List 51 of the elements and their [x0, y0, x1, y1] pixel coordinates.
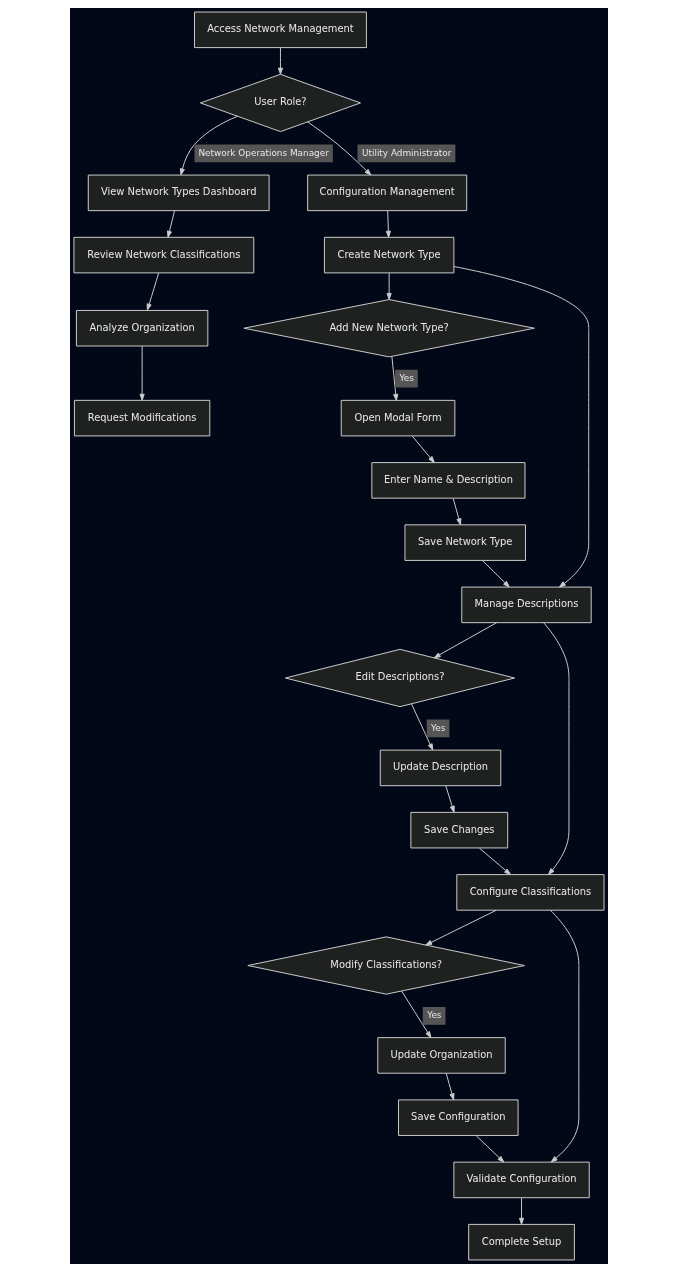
- arrow: [386, 272, 392, 300]
- arrow: [277, 47, 284, 75]
- arrow: [453, 266, 590, 588]
- arrow: [307, 121, 372, 176]
- node-box: Validate Configuration: [453, 1161, 590, 1199]
- node-box: Update Description: [379, 749, 502, 787]
- arrow: [433, 622, 497, 659]
- node-box: Access Network Management: [194, 11, 367, 49]
- node-box: Request Modifications: [73, 399, 211, 437]
- arrow: [411, 435, 435, 463]
- arrow: [166, 210, 175, 238]
- node-box: Analyze Organization: [75, 309, 209, 347]
- node-box: Manage Descriptions: [461, 586, 592, 624]
- arrow: [549, 909, 580, 1163]
- node-box: Save Network Type: [404, 524, 526, 561]
- node-box: Create Network Type: [323, 236, 455, 274]
- arrow: [391, 356, 399, 401]
- node-diamond: Edit Descriptions?: [284, 648, 516, 708]
- node-box: View Network Types Dashboard: [87, 174, 270, 212]
- arrow: [146, 272, 160, 311]
- edge-label: Yes: [399, 372, 414, 383]
- node-box: Save Configuration: [398, 1099, 519, 1136]
- arrow: [445, 1073, 455, 1101]
- arrow: [482, 560, 510, 588]
- node-box: Review Network Classifications: [73, 236, 255, 274]
- node-box: Open Modal Form: [340, 399, 456, 437]
- edge-label: Network Operations Manager: [198, 147, 329, 158]
- node-diamond: Modify Classifications?: [247, 936, 525, 995]
- arrow: [475, 1135, 505, 1163]
- node-diamond: User Role?: [199, 73, 361, 133]
- edge-label: Utility Administrator: [361, 147, 452, 158]
- node-box: Configuration Management: [307, 174, 468, 212]
- node-box: Complete Setup: [468, 1223, 575, 1261]
- arrow: [425, 909, 497, 946]
- arrow: [543, 622, 570, 875]
- arrow: [179, 115, 239, 176]
- edge-label: Yes: [431, 722, 446, 733]
- arrow: [139, 345, 145, 401]
- arrow: [401, 990, 432, 1039]
- node-diamond: Add New Network Type?: [243, 299, 535, 358]
- arrow: [385, 210, 391, 238]
- node-box: Save Changes: [410, 811, 509, 849]
- node-box: Enter Name & Description: [371, 462, 526, 499]
- node-box: Configure Classifications: [456, 874, 605, 911]
- edge-label: Yes: [427, 1010, 442, 1021]
- arrow: [445, 785, 455, 813]
- node-box: Update Organization: [377, 1037, 506, 1074]
- arrow: [411, 703, 434, 751]
- arrow: [479, 847, 511, 875]
- arrow: [518, 1197, 525, 1225]
- arrow: [452, 498, 462, 526]
